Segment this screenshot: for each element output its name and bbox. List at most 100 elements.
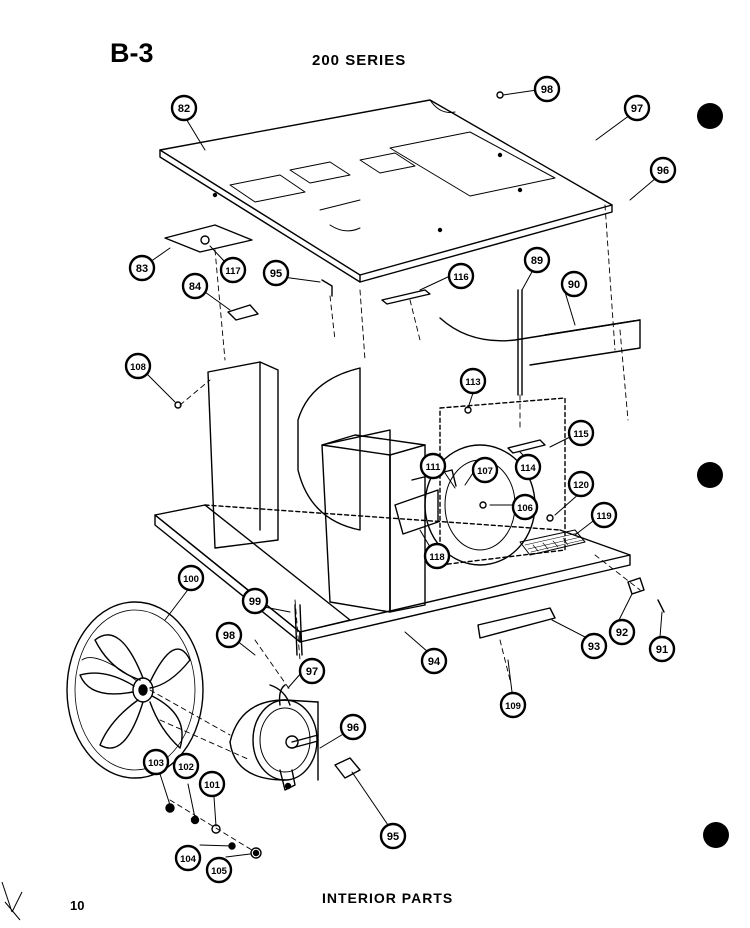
callout-circle <box>560 270 588 298</box>
callout-circle <box>170 94 198 122</box>
shroud-90 <box>439 317 641 366</box>
callout-102: 102 <box>172 752 200 780</box>
callout-circle <box>339 713 367 741</box>
callout-circle <box>590 501 618 529</box>
rail-93 <box>477 607 556 639</box>
callout-circle <box>419 452 447 480</box>
callout-circle <box>241 587 269 615</box>
callout-number: 106 <box>517 503 533 514</box>
callout-91: 91 <box>648 635 676 663</box>
callout-number: 93 <box>588 641 600 653</box>
callout-number: 100 <box>183 574 199 585</box>
motor-96 <box>229 684 319 791</box>
callout-83: 83 <box>128 254 156 282</box>
callout-number: 119 <box>596 511 611 522</box>
callout-99: 99 <box>241 587 269 615</box>
callout-circle <box>172 752 200 780</box>
callout-number: 120 <box>573 480 589 491</box>
gasket-83 <box>164 224 253 253</box>
callout-number: 107 <box>477 466 493 477</box>
callout-116: 116 <box>447 262 475 290</box>
callout-circle <box>523 246 551 274</box>
callout-94: 94 <box>420 647 448 675</box>
callout-number: 91 <box>656 644 668 656</box>
callout-103: 103 <box>142 748 170 776</box>
callout-97: 97 <box>623 94 651 122</box>
callout-circle <box>533 75 561 103</box>
callout-number: 102 <box>178 762 194 773</box>
callout-118: 118 <box>423 542 451 570</box>
callout-circle <box>511 493 539 521</box>
callout-100: 100 <box>177 564 205 592</box>
callout-105: 105 <box>205 856 233 884</box>
callout-number: 113 <box>465 377 480 388</box>
callout-98: 98 <box>533 75 561 103</box>
callout-120: 120 <box>567 470 595 498</box>
callout-number: 95 <box>270 268 282 280</box>
page-number: 10 <box>70 898 85 913</box>
footer-title: INTERIOR PARTS <box>322 890 454 906</box>
callout-circle <box>142 748 170 776</box>
bracket-97 <box>269 684 291 706</box>
callout-number: 97 <box>306 666 318 678</box>
callout-107: 107 <box>471 456 499 484</box>
callout-number: 117 <box>225 266 240 277</box>
callout-89: 89 <box>523 246 551 274</box>
callout-circle <box>215 621 243 649</box>
screw-91 <box>657 599 665 613</box>
callout-82: 82 <box>170 94 198 122</box>
callout-number: 115 <box>573 429 589 440</box>
callout-number: 104 <box>180 854 197 865</box>
callout-113: 113 <box>459 367 487 395</box>
callout-number: 95 <box>387 831 399 843</box>
callout-101: 101 <box>198 770 226 798</box>
callout-circle <box>198 770 226 798</box>
callout-circle <box>420 647 448 675</box>
callout-95: 95 <box>379 822 407 850</box>
callout-111: 111 <box>419 452 447 480</box>
callout-number: 90 <box>568 279 580 291</box>
series-title: 200 SERIES <box>312 52 407 69</box>
callout-circle <box>379 822 407 850</box>
callout-circle <box>423 542 451 570</box>
callout-circle <box>623 94 651 122</box>
callout-circle <box>128 254 156 282</box>
callout-number: 94 <box>428 656 441 668</box>
callout-circle <box>567 470 595 498</box>
mount-plate-95 <box>334 757 361 779</box>
callout-circle <box>580 632 608 660</box>
callout-117: 117 <box>219 256 247 284</box>
binder-hole <box>703 822 729 848</box>
callout-circle <box>608 618 636 646</box>
fan-blade-100 <box>66 601 231 779</box>
callout-number: 114 <box>520 463 536 474</box>
callout-number: 118 <box>429 552 444 563</box>
callout-109: 109 <box>499 691 527 719</box>
callout-circle <box>567 419 595 447</box>
callout-circle <box>514 453 542 481</box>
callout-96: 96 <box>649 156 677 184</box>
scan-edge-mark <box>1 881 23 921</box>
callout-circle <box>124 352 152 380</box>
bracket-116 <box>381 289 431 305</box>
callout-96: 96 <box>339 713 367 741</box>
callout-119: 119 <box>590 501 618 529</box>
callout-number: 111 <box>426 462 442 473</box>
callout-number: 83 <box>136 263 148 275</box>
callout-circle <box>219 256 247 284</box>
callout-circle <box>181 272 209 300</box>
callout-number: 98 <box>223 630 235 642</box>
callout-98: 98 <box>215 621 243 649</box>
callout-95: 95 <box>262 259 290 287</box>
callout-number: 98 <box>541 84 553 96</box>
callout-104: 104 <box>174 844 202 872</box>
callout-93: 93 <box>580 632 608 660</box>
callout-circle <box>298 657 326 685</box>
clip-92 <box>627 577 645 595</box>
callout-number: 96 <box>347 722 359 734</box>
callout-97: 97 <box>298 657 326 685</box>
callout-92: 92 <box>608 618 636 646</box>
callout-number: 96 <box>657 165 669 177</box>
